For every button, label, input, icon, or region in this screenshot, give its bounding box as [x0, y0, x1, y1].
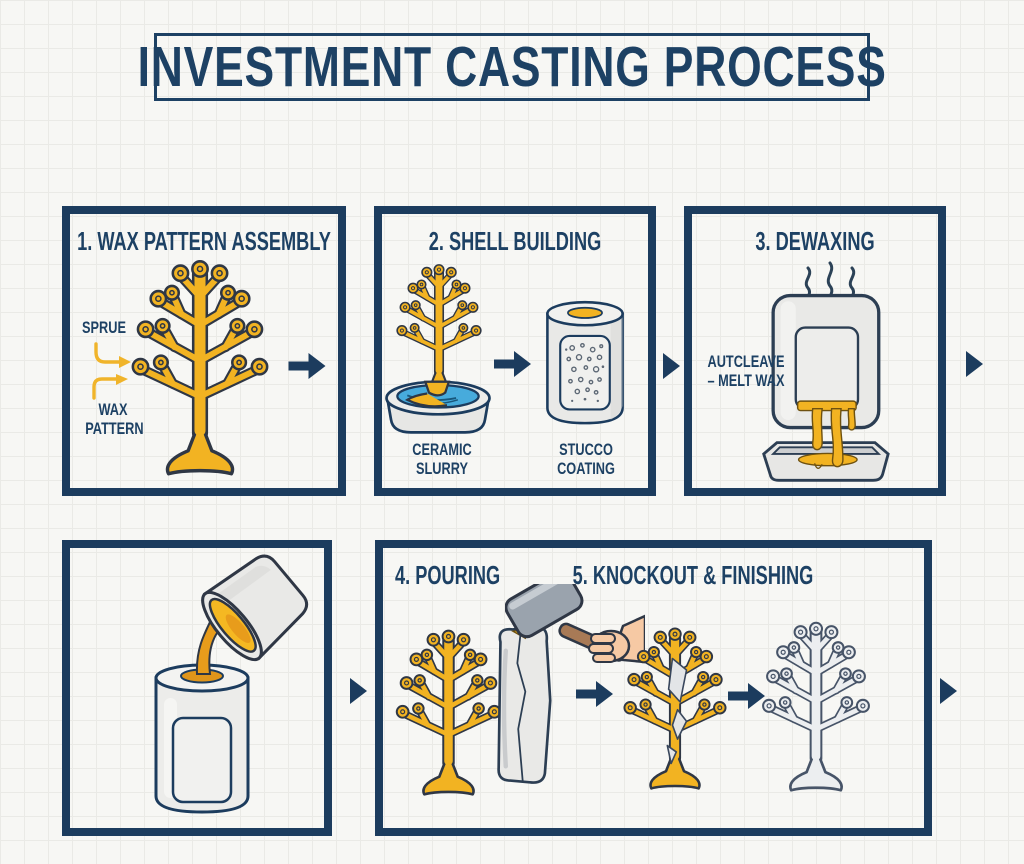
- panel-step3-dewaxing: 3. DEWAXING AUTCLEAVE – MELT WAX: [684, 206, 946, 496]
- wax-pattern-callout-arrow-icon: [92, 374, 128, 400]
- arrow-right-icon: [663, 353, 680, 379]
- sprue-callout-arrow-icon: [94, 342, 131, 368]
- autoclave-dewax-illustration: [762, 293, 890, 482]
- arrow-right-icon: [288, 352, 327, 380]
- sprue-label: SPRUE: [82, 318, 126, 337]
- wax-sprue-tree-illustration: [115, 250, 285, 480]
- panel-step1-wax-pattern-assembly: 1. WAX PATTERN ASSEMBLY SPRUE WAX PATTER…: [62, 206, 346, 496]
- cracked-shell-illustration: [497, 625, 552, 784]
- panel-step5-knockout-finishing: 4. POURING 5. KNOCKOUT & FINISHING: [375, 540, 932, 836]
- title-box: INVESTMENT CASTING PROCESS: [138, 33, 886, 101]
- arrow-right-icon: [350, 678, 367, 704]
- page-title: INVESTMENT CASTING PROCESS: [137, 35, 887, 99]
- stucco-coating-label: STUCCO COATING: [557, 440, 615, 479]
- crucible-pouring-into-mold-illustration: [154, 554, 309, 814]
- step2-heading: 2. SHELL BUILDING: [428, 226, 602, 256]
- step1-heading: 1. WAX PATTERN ASSEMBLY: [77, 226, 331, 256]
- step3-heading: 3. DEWAXING: [755, 226, 875, 256]
- ceramic-slurry-dish-illustration: [385, 380, 491, 434]
- mallet-and-hand-illustration: [505, 584, 645, 664]
- finished-metal-tree-illustration: [749, 614, 883, 795]
- panel-step2-shell-building: 2. SHELL BUILDING CERAMIC SLURRY: [374, 206, 656, 496]
- ceramic-slurry-label: CERAMIC SLURRY: [412, 440, 472, 479]
- step4-heading: 4. POURING: [395, 560, 501, 590]
- arrow-right-icon: [494, 350, 532, 378]
- arrow-right-icon: [966, 351, 983, 377]
- autoclave-label: AUTCLEAVE – MELT WAX: [707, 352, 785, 391]
- stucco-coated-cylinder-illustration: [546, 300, 624, 425]
- arrow-right-icon: [575, 680, 615, 708]
- wax-pattern-label: WAX PATTERN: [85, 400, 144, 439]
- arrow-right-icon: [940, 678, 957, 704]
- panel-step4-pouring-illustration: [62, 540, 332, 836]
- tree-with-shell-fragments-illustration: [611, 620, 739, 793]
- step5-heading: 5. KNOCKOUT & FINISHING: [572, 560, 814, 590]
